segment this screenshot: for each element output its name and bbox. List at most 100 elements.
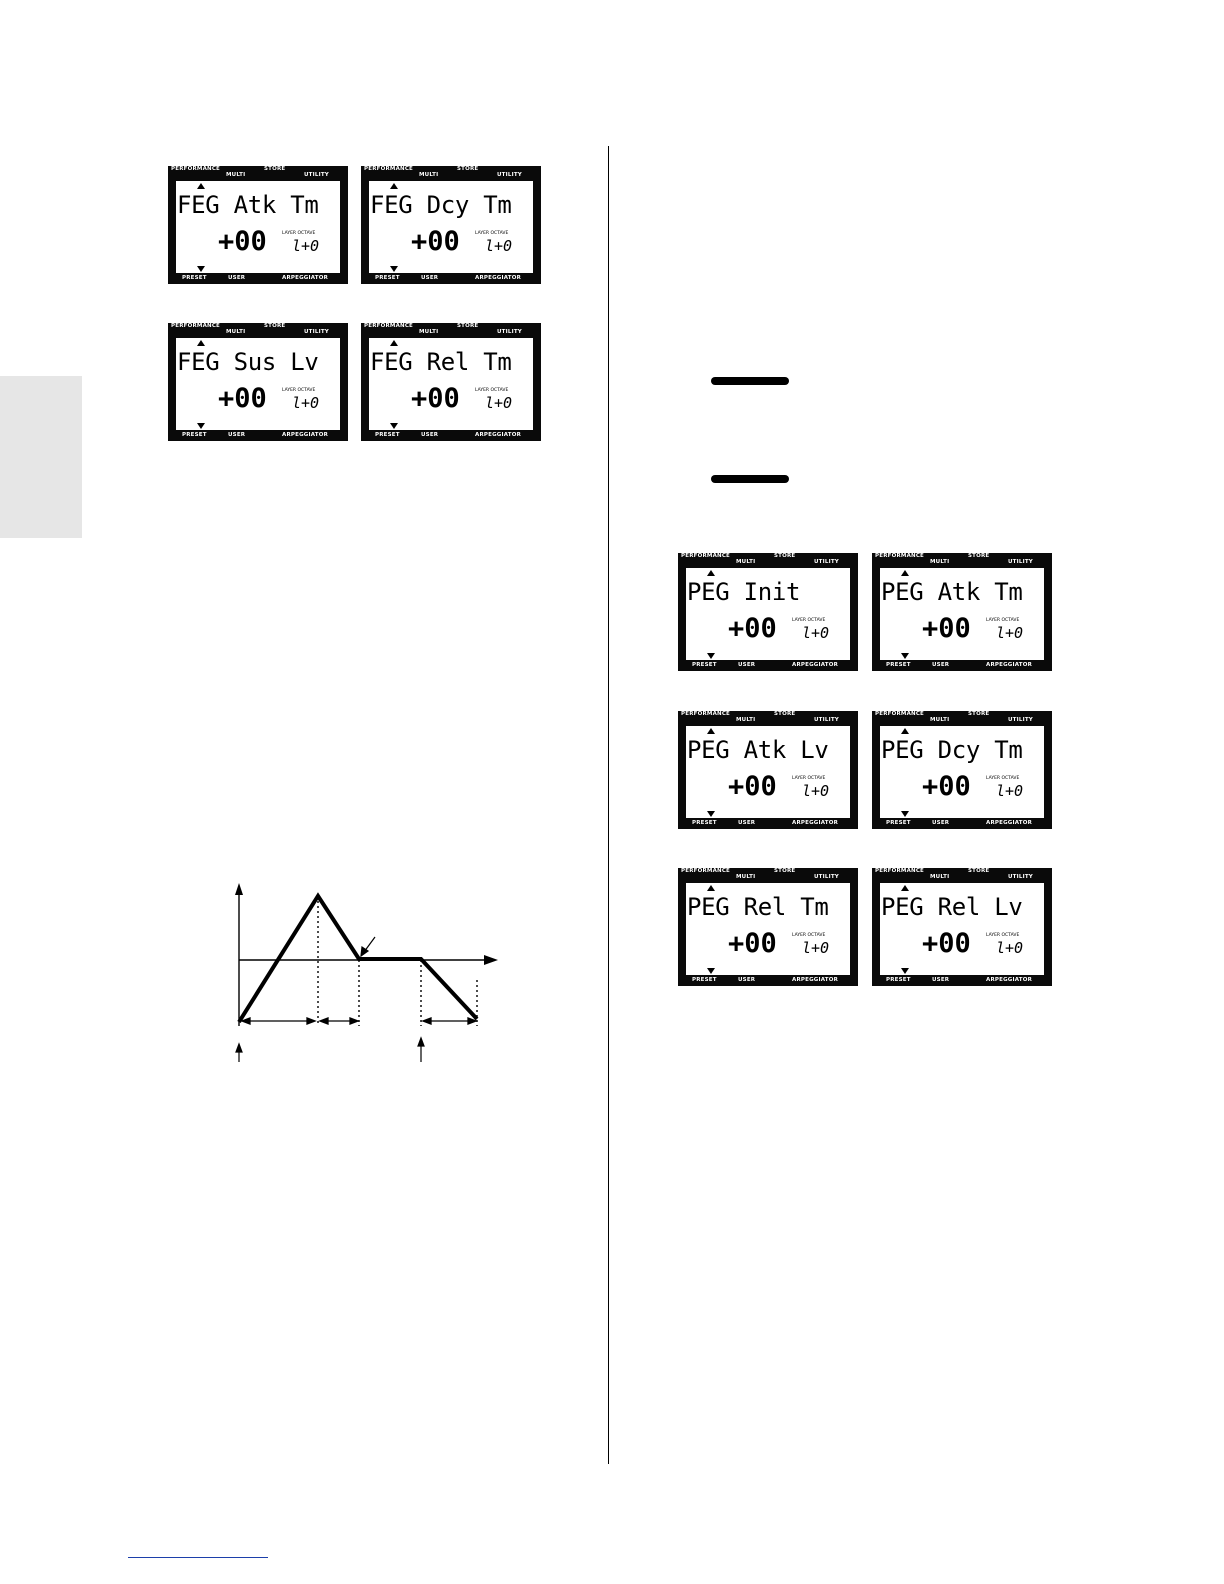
bank-label-user: USER — [738, 820, 756, 826]
parameter-value: +00 — [922, 771, 971, 802]
mode-label-performance: PERFORMANCE — [681, 868, 731, 874]
parameter-name: PEG Atk Lv — [687, 736, 829, 764]
layer-octave-label: LAYER OCTAVE — [986, 933, 1020, 938]
mode-label-utility: UTILITY — [304, 172, 329, 178]
mode-label-performance: PERFORMANCE — [875, 711, 925, 717]
parameter-name: PEG Atk Tm — [881, 578, 1023, 606]
layer-octave-label: LAYER OCTAVE — [282, 388, 316, 393]
mode-label-performance: PERFORMANCE — [171, 166, 221, 172]
lcd-mode-labels: PERFORMANCE MULTI STORE UTILITY — [678, 553, 858, 567]
layer-octave-label: LAYER OCTAVE — [792, 933, 826, 938]
mode-label-performance: PERFORMANCE — [681, 553, 731, 559]
layer-octave-label: LAYER OCTAVE — [792, 618, 826, 623]
bank-label-user: USER — [738, 977, 756, 983]
mode-label-performance: PERFORMANCE — [875, 553, 925, 559]
lcd-bank-labels: PRESET USER ARPEGGIATOR — [678, 661, 858, 671]
parameter-name: PEG Dcy Tm — [881, 736, 1023, 764]
bank-label-user: USER — [932, 820, 950, 826]
mode-label-utility: UTILITY — [1008, 559, 1033, 565]
mode-label-performance: PERFORMANCE — [171, 323, 221, 329]
mode-label-performance: PERFORMANCE — [875, 868, 925, 874]
triangle-down-icon — [901, 968, 909, 974]
bank-label-user: USER — [932, 662, 950, 668]
triangle-up-icon — [901, 570, 909, 576]
layer-octave-value: l+0 — [485, 237, 513, 255]
mode-label-utility: UTILITY — [814, 717, 839, 723]
bank-label-user: USER — [932, 977, 950, 983]
parameter-name: PEG Init — [687, 578, 801, 606]
parameter-value: +00 — [922, 928, 971, 959]
triangle-down-icon — [901, 653, 909, 659]
mode-label-store: STORE — [774, 711, 796, 717]
mode-label-performance: PERFORMANCE — [364, 166, 414, 172]
parameter-value: +00 — [218, 226, 267, 257]
mode-label-multi: MULTI — [419, 172, 439, 178]
layer-octave-value: l+0 — [292, 237, 320, 255]
bank-label-preset: PRESET — [692, 977, 717, 983]
parameter-value: +00 — [411, 383, 460, 414]
mode-label-multi: MULTI — [930, 559, 950, 565]
mode-label-multi: MULTI — [736, 559, 756, 565]
bank-label-preset: PRESET — [886, 662, 911, 668]
triangle-up-icon — [707, 885, 715, 891]
mode-label-multi: MULTI — [930, 874, 950, 880]
layer-octave-label: LAYER OCTAVE — [282, 231, 316, 236]
triangle-down-icon — [707, 968, 715, 974]
parameter-name: FEG Dcy Tm — [370, 191, 512, 219]
parameter-value: +00 — [411, 226, 460, 257]
bank-label-preset: PRESET — [692, 662, 717, 668]
mode-label-multi: MULTI — [736, 874, 756, 880]
parameter-value: +00 — [218, 383, 267, 414]
mode-label-store: STORE — [968, 868, 990, 874]
time-span-arrows — [240, 1017, 478, 1025]
mode-label-utility: UTILITY — [1008, 717, 1033, 723]
triangle-down-icon — [390, 423, 398, 429]
mode-label-multi: MULTI — [226, 172, 246, 178]
bank-label-preset: PRESET — [182, 275, 207, 281]
parameter-value: +00 — [922, 613, 971, 644]
layer-octave-value: l+0 — [802, 782, 830, 800]
mode-label-store: STORE — [968, 553, 990, 559]
mode-label-store: STORE — [774, 553, 796, 559]
bank-label-user: USER — [738, 662, 756, 668]
mode-label-store: STORE — [457, 323, 479, 329]
triangle-up-icon — [197, 340, 205, 346]
bank-label-user: USER — [421, 275, 439, 281]
triangle-up-icon — [390, 183, 398, 189]
bank-label-arpeggiator: ARPEGGIATOR — [792, 662, 839, 668]
triangle-down-icon — [197, 266, 205, 272]
layer-octave-label: LAYER OCTAVE — [792, 776, 826, 781]
mode-label-utility: UTILITY — [1008, 874, 1033, 880]
layer-octave-value: l+0 — [802, 939, 830, 957]
mode-label-performance: PERFORMANCE — [364, 323, 414, 329]
mode-label-store: STORE — [264, 323, 286, 329]
lcd-peg-attack-time: PERFORMANCE MULTI STORE UTILITY PEG Atk Tm +0… — [872, 553, 1052, 671]
mode-label-utility: UTILITY — [814, 559, 839, 565]
layer-octave-value: l+0 — [996, 939, 1024, 957]
bank-label-user: USER — [421, 432, 439, 438]
triangle-down-icon — [390, 266, 398, 272]
parameter-name: FEG Sus Lv — [177, 348, 319, 376]
triangle-down-icon — [197, 423, 205, 429]
mode-label-store: STORE — [968, 711, 990, 717]
lcd-mode-labels: PERFORMANCE MULTI STORE UTILITY — [872, 868, 1052, 882]
mode-label-multi: MULTI — [226, 329, 246, 335]
